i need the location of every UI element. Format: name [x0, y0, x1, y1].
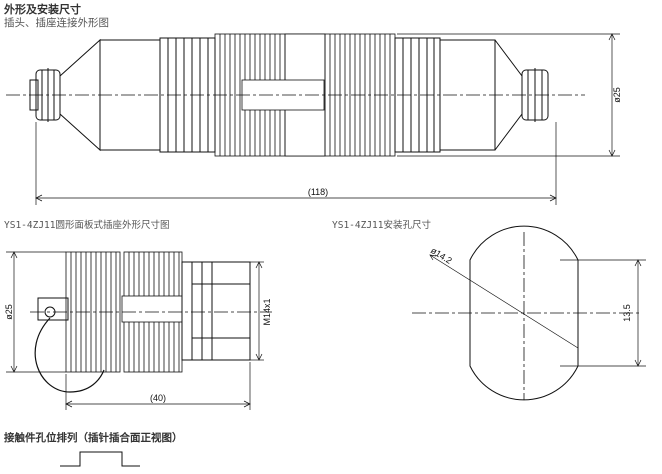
subtitle: 插头、插座连接外形图: [4, 17, 109, 29]
socket-panel-flange: [181, 261, 193, 361]
socket-hex-nut: [191, 261, 251, 361]
plug-socket-assembly: [6, 33, 620, 205]
dim-socket-length: (40): [150, 393, 166, 403]
panel-socket: [6, 251, 272, 410]
dim-hole-diameter: ø14.2: [429, 245, 454, 266]
mounting-hole: [412, 225, 646, 401]
dim-socket-thread: M14x1: [262, 298, 272, 325]
socket-dimensions: [6, 251, 264, 410]
socket-drawing-title: YS1-4ZJ11圆形面板式插座外形尺寸图: [4, 220, 170, 231]
dim-hole-flat: 13.5: [622, 304, 632, 322]
contact-arrangement-title: 接触件孔位排列（插针插合面正视图）: [4, 432, 183, 444]
main-title: 外形及安装尺寸: [4, 3, 81, 16]
dim-socket-diameter: ø25: [4, 304, 14, 320]
hole-dimensions: [429, 254, 646, 367]
length-dimension: [35, 122, 557, 205]
diameter-dimension: [397, 33, 620, 157]
dim-connector-length: (118): [308, 187, 328, 197]
dim-connector-diameter: ø25: [612, 87, 622, 103]
contact-arrangement-outline: [60, 451, 140, 467]
mounting-hole-title: YS1-4ZJ11安装孔尺寸: [332, 220, 431, 231]
